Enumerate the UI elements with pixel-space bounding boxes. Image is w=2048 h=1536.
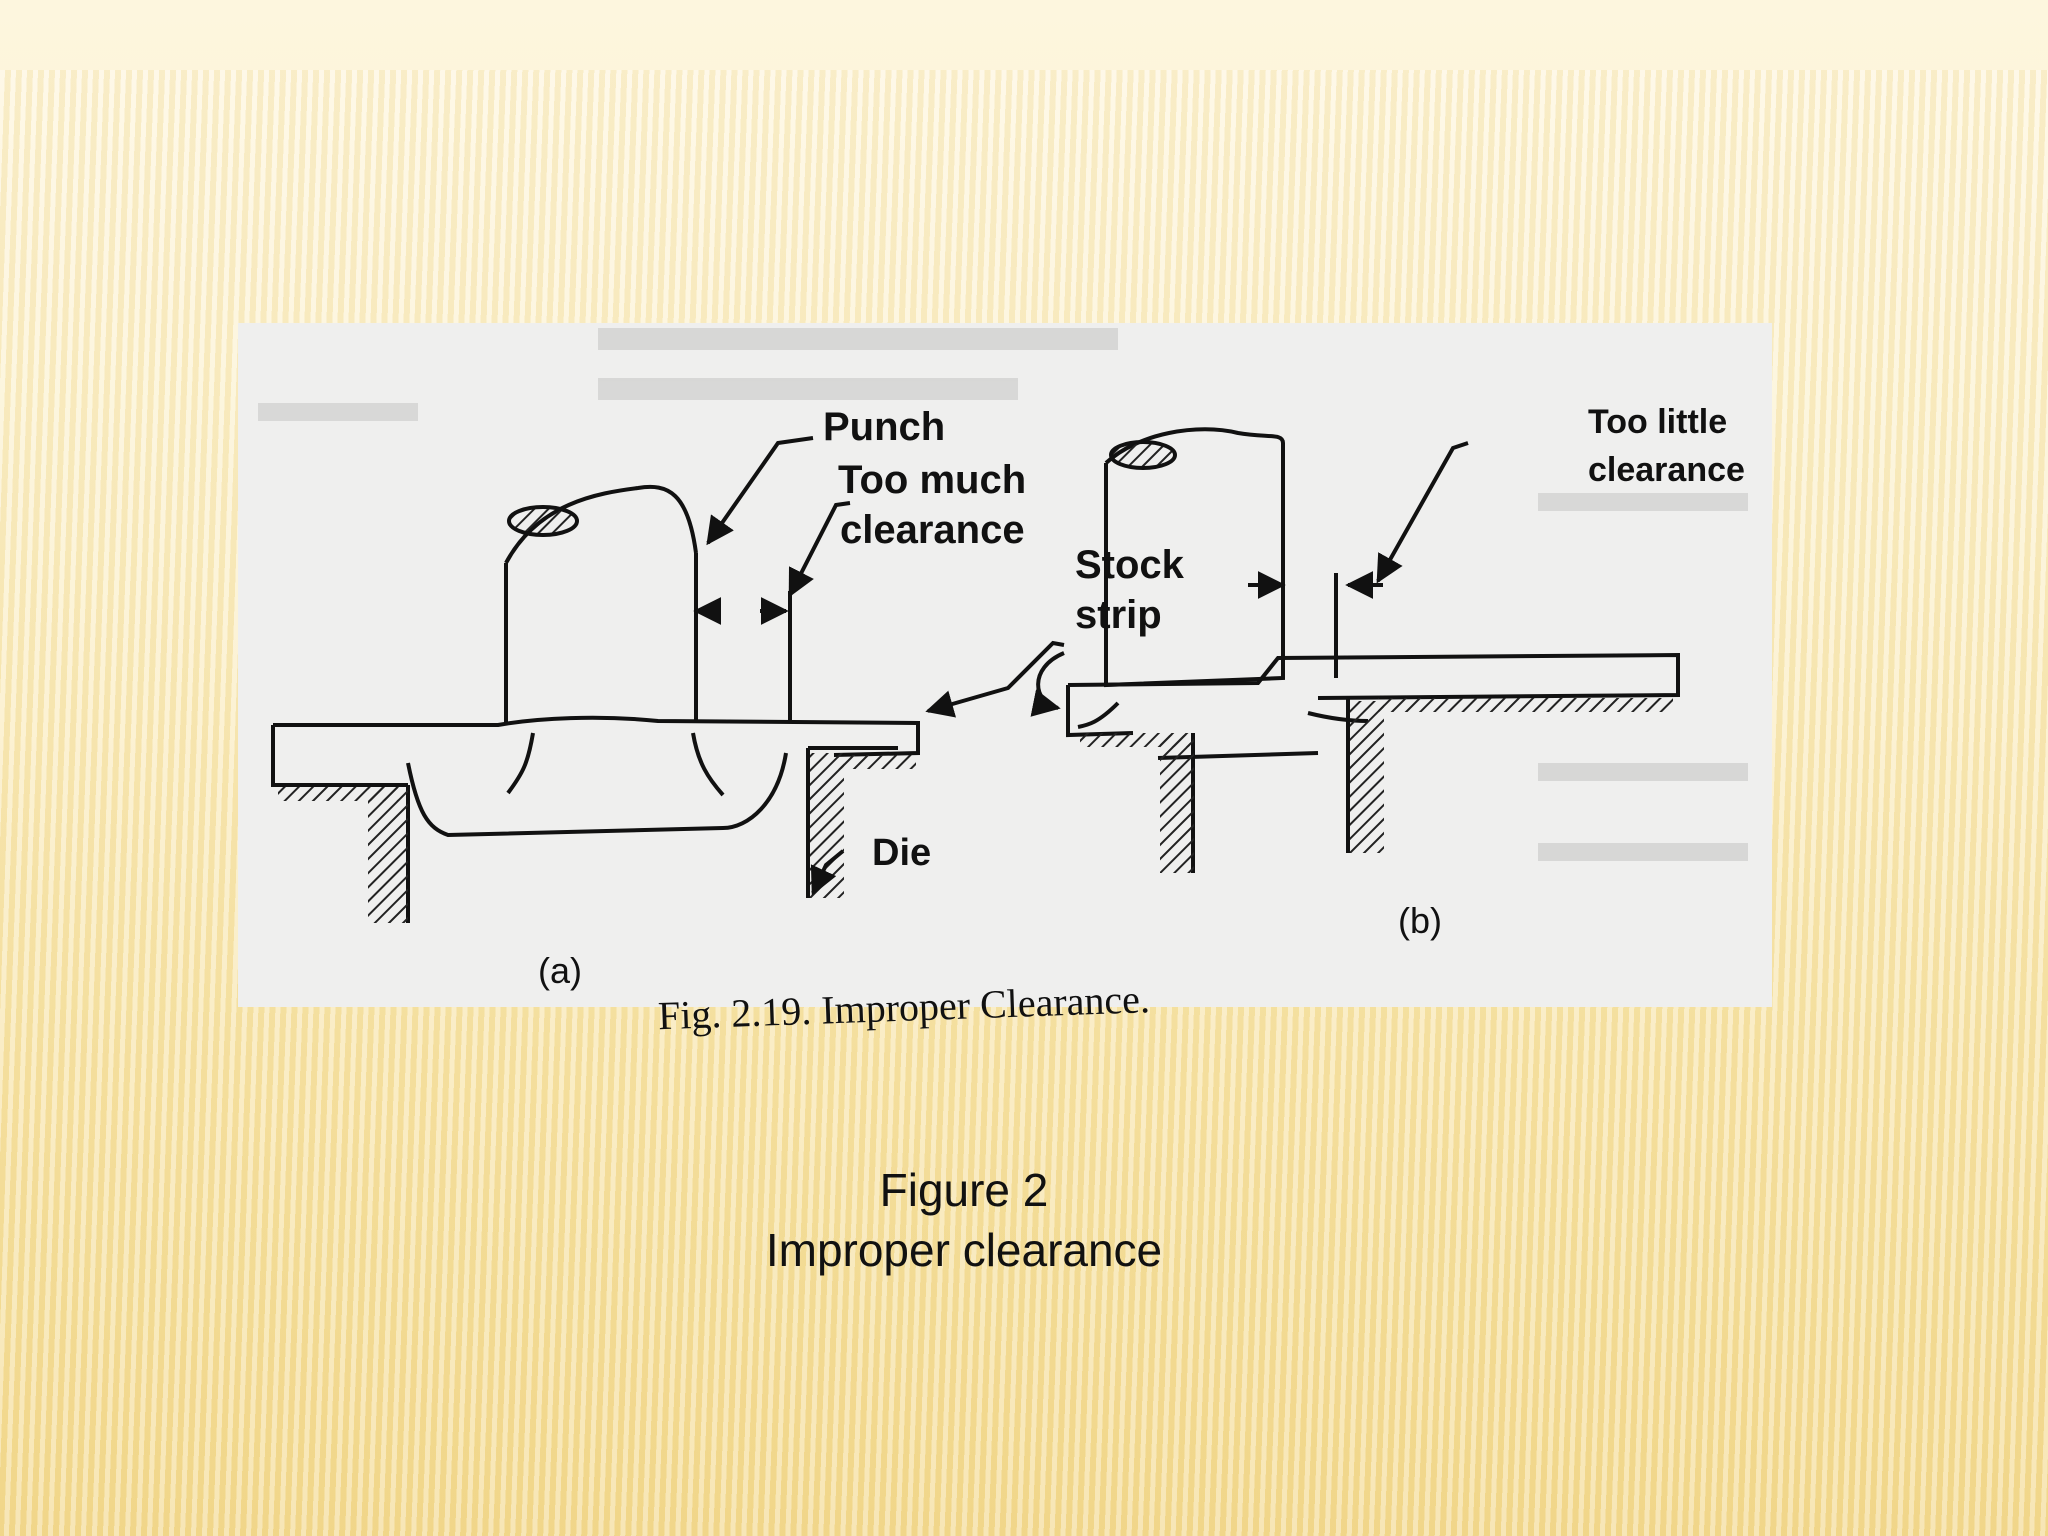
die-a-right-hatch [810, 753, 844, 898]
label-too-little-line2: clearance [1588, 451, 1745, 489]
slide-top-band [0, 0, 2048, 120]
clearance-figure-photo: Punch Too much clearance Stock strip Too… [238, 323, 1772, 1038]
slide-caption: Figure 2 Improper clearance [0, 1160, 1928, 1280]
panel-a-diagram [271, 436, 1065, 923]
caption-line-1: Figure 2 [879, 1164, 1049, 1216]
label-die: Die [872, 832, 931, 874]
punch-a [504, 553, 698, 723]
label-panel-b: (b) [1398, 900, 1442, 941]
background-text-bleed [258, 328, 1748, 861]
punch-b [1104, 443, 1285, 688]
label-too-much-line1: Too much [838, 458, 1026, 502]
label-too-much-line2: clearance [840, 508, 1025, 552]
label-stock-line1: Stock [1075, 543, 1185, 587]
label-too-little-line1: Too little [1588, 403, 1727, 441]
label-stock-line2: strip [1075, 593, 1162, 637]
panel-b-diagram [1030, 427, 1680, 873]
die-b-left-hatch [1160, 735, 1194, 873]
caption-line-2: Improper clearance [765, 1224, 1163, 1276]
die-a-left-hatch [368, 787, 408, 923]
label-panel-a: (a) [538, 950, 582, 991]
die-b-right-hatch [1350, 701, 1384, 853]
clearance-diagram: Punch Too much clearance Stock strip Too… [258, 328, 1748, 1038]
label-punch: Punch [823, 405, 945, 449]
